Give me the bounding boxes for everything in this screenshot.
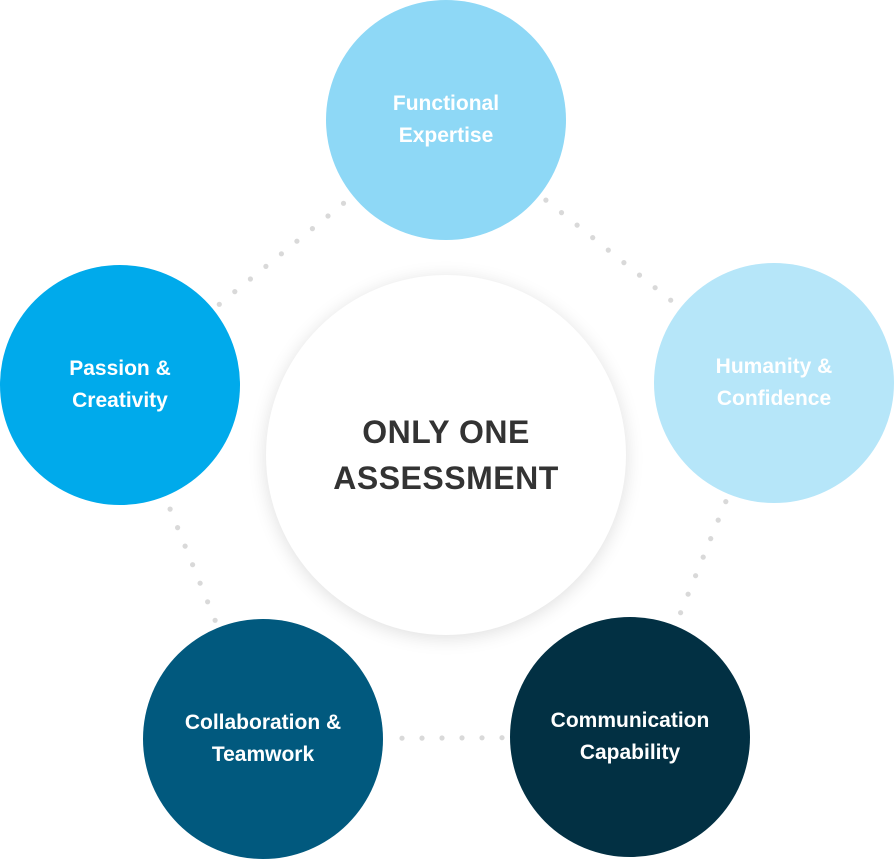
connector-dot <box>693 573 699 579</box>
connector-dot <box>205 599 211 605</box>
node-collaboration-teamwork: Collaboration & Teamwork <box>143 619 383 859</box>
node-humanity-confidence-line1: Humanity & <box>715 355 833 378</box>
connector-dot <box>621 260 627 266</box>
node-communication-capability-line2: Capability <box>579 741 681 764</box>
connector-dot <box>263 263 269 269</box>
node-passion-creativity-line1: Passion & <box>69 357 171 380</box>
connector-dot <box>479 735 485 741</box>
connector-dot <box>678 610 684 616</box>
connector-dot <box>605 247 611 253</box>
connector-dot <box>558 210 565 216</box>
connector-dots <box>167 197 729 741</box>
center-title: ONLY ONE ASSESSMENT <box>296 409 596 501</box>
connector-dot <box>652 285 658 291</box>
center-title-line2: ASSESSMENT <box>333 460 559 496</box>
node-collaboration-teamwork-label: Collaboration & Teamwork <box>168 707 358 771</box>
center-title-line1: ONLY ONE <box>362 414 530 450</box>
node-humanity-confidence: Humanity & Confidence <box>654 263 894 503</box>
connector-dot <box>499 735 505 741</box>
connector-dot <box>340 200 347 206</box>
connector-dot <box>419 735 425 741</box>
connector-dot <box>232 289 238 295</box>
connector-dot <box>636 272 643 278</box>
connector-dot <box>668 297 674 303</box>
connector-dot <box>182 543 188 549</box>
connector-dot <box>543 197 549 203</box>
connector-dot <box>459 735 465 741</box>
connector-dot <box>247 276 253 282</box>
connector-dot <box>175 525 181 531</box>
node-communication-capability-line1: Communication <box>550 709 710 732</box>
connector-dot <box>167 506 173 512</box>
connector-dot <box>685 591 691 597</box>
node-humanity-confidence-line2: Confidence <box>716 387 832 410</box>
node-collaboration-teamwork-line2: Teamwork <box>211 743 315 766</box>
connector-dot <box>715 517 721 523</box>
node-communication-capability: Communication Capability <box>510 617 750 857</box>
connector-dot <box>190 562 196 568</box>
node-functional-expertise-label: Functional Expertise <box>351 88 541 152</box>
connector-dot <box>197 580 203 586</box>
connector-dot <box>700 554 706 560</box>
connector-dot <box>325 213 331 219</box>
node-passion-creativity: Passion & Creativity <box>0 265 240 505</box>
connector-dot <box>439 735 445 741</box>
connector-dot <box>216 301 222 307</box>
connector-dot <box>723 499 729 505</box>
connector-dot <box>278 251 284 257</box>
node-communication-capability-label: Communication Capability <box>535 705 725 769</box>
node-passion-creativity-label: Passion & Creativity <box>25 353 215 417</box>
connector-dot <box>212 617 218 623</box>
connector-dot <box>294 238 300 244</box>
node-collaboration-teamwork-line1: Collaboration & <box>184 711 342 734</box>
node-functional-expertise-line2: Expertise <box>398 124 494 147</box>
connector-dot <box>574 222 580 228</box>
center-circle: ONLY ONE ASSESSMENT <box>266 275 626 635</box>
connector-dot <box>590 235 596 241</box>
node-passion-creativity-line2: Creativity <box>72 389 168 412</box>
connector-dot <box>399 735 405 741</box>
connector-dot <box>708 536 714 542</box>
node-humanity-confidence-label: Humanity & Confidence <box>679 351 869 415</box>
node-functional-expertise-line1: Functional <box>392 92 500 115</box>
node-functional-expertise: Functional Expertise <box>326 0 566 240</box>
connector-dot <box>309 226 315 232</box>
